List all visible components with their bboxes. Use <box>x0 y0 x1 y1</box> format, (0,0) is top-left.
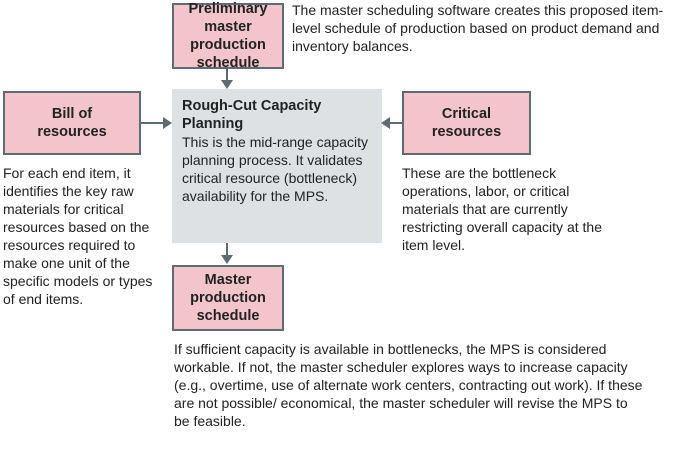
arrow-bottom-head <box>221 255 233 264</box>
arrow-left-head <box>163 117 172 129</box>
master-production-schedule-box: Master production schedule <box>172 265 284 331</box>
critical-resources-box: Critical resources <box>402 91 531 155</box>
rccp-box: Rough-Cut Capacity Planning This is the … <box>172 89 382 243</box>
bill-of-resources-description: For each end item, it identifies the key… <box>3 165 153 307</box>
arrow-bottom <box>226 243 228 257</box>
master-production-schedule-description: If sufficient capacity is available in b… <box>174 341 643 429</box>
arrow-right-head <box>381 117 390 129</box>
critical-resources-label: Critical resources <box>431 106 502 140</box>
arrow-top <box>226 69 228 83</box>
preliminary-mps-description: The master scheduling software creates t… <box>292 2 664 54</box>
bill-of-resources-label: Bill of resources <box>37 106 107 140</box>
arrow-top-head <box>221 80 233 89</box>
arrow-right <box>389 122 402 124</box>
preliminary-mps-box: Preliminary master production schedule <box>172 1 284 71</box>
rccp-body: This is the mid-range capacity planning … <box>182 134 368 204</box>
arrow-left <box>141 122 165 124</box>
critical-resources-description: These are the bottleneck operations, lab… <box>402 165 602 253</box>
bill-of-resources-box: Bill of resources <box>3 91 141 155</box>
rccp-title: Rough-Cut Capacity Planning <box>182 98 322 132</box>
